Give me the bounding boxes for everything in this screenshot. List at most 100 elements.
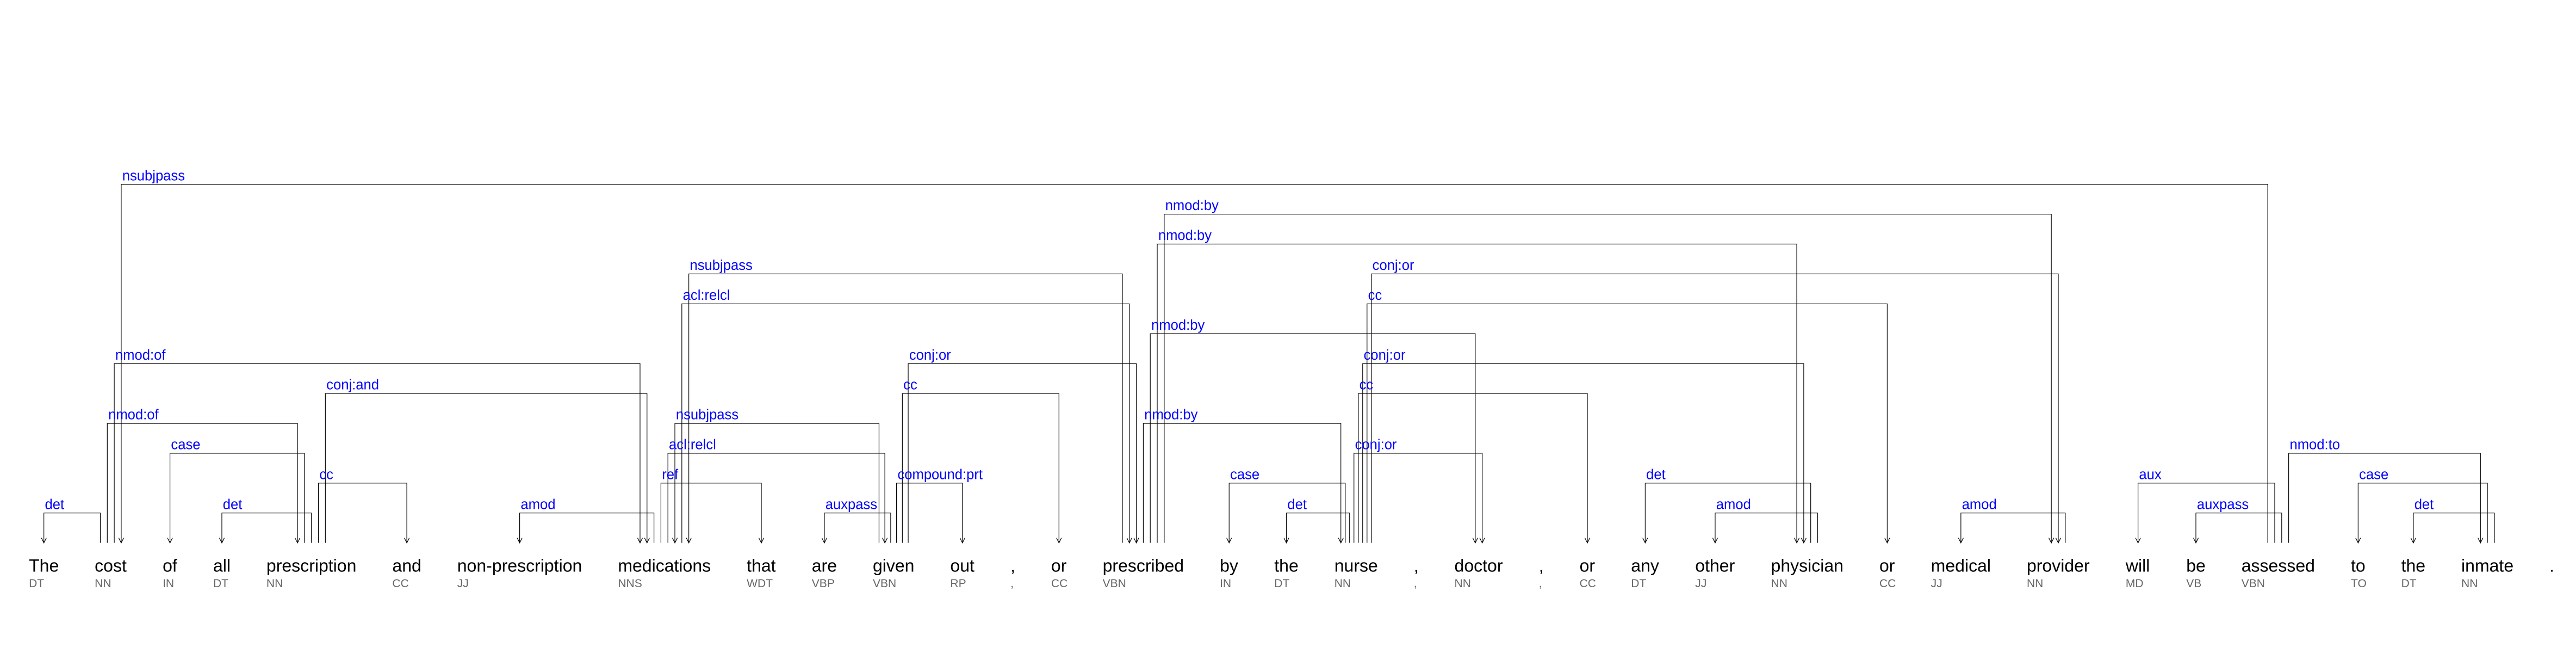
token-pos-tag: WDT — [747, 577, 773, 590]
token-pos-tag: MD — [2126, 577, 2144, 590]
token-pos-tag: IN — [1220, 577, 1231, 590]
dependency-label: cc — [1360, 378, 1374, 393]
dependency-label: conj:or — [1364, 348, 1406, 363]
arc-arrowhead — [404, 538, 410, 544]
dependency-arc — [1644, 483, 1811, 543]
token-pos-tag: NN — [2461, 577, 2478, 590]
token-word: , — [1414, 556, 1419, 576]
dependency-arc — [318, 483, 407, 543]
dependency-label: acl:relcl — [683, 288, 730, 303]
dependency-label: nsubjpass — [122, 168, 185, 183]
arc-arrowhead — [2135, 538, 2141, 544]
dependency-arc — [325, 393, 648, 543]
dependency-arc — [667, 453, 885, 543]
token-pos-tag: NN — [95, 577, 111, 590]
dependency-arc — [1150, 333, 1476, 543]
arc-arrowhead — [1283, 538, 1289, 544]
dependency-arc — [1715, 513, 1818, 543]
token-word: other — [1695, 556, 1735, 576]
token-pos-tag: NN — [1771, 577, 1787, 590]
token-word: prescribed — [1103, 556, 1184, 576]
dependency-label: nmod:by — [1151, 318, 1205, 333]
token-pos-tag: NN — [1334, 577, 1351, 590]
dependency-label: amod — [1716, 497, 1751, 512]
dependency-label: det — [45, 497, 65, 512]
arc-arrowhead — [1133, 538, 1139, 544]
token-word: are — [812, 556, 837, 576]
dependency-label: nmod:by — [1158, 228, 1212, 243]
dependency-label: det — [1646, 467, 1666, 482]
dependency-label: aux — [2139, 467, 2161, 482]
dependency-label: acl:relcl — [669, 438, 716, 453]
arc-arrowhead — [882, 538, 888, 544]
dependency-label: conj:or — [1373, 258, 1414, 273]
arc-arrowhead — [118, 538, 125, 544]
arc-arrowhead — [1801, 538, 1807, 544]
token-word: or — [1879, 556, 1895, 576]
token-pos-tag: DT — [1631, 577, 1646, 590]
dependency-label: case — [2359, 467, 2388, 482]
token-word: provider — [2027, 556, 2090, 576]
arc-arrowhead — [1056, 538, 1062, 544]
token-pos-tag: DT — [29, 577, 44, 590]
dependency-arc — [221, 513, 312, 543]
token-word: and — [392, 556, 421, 576]
arc-arrowhead — [959, 538, 965, 544]
token-word: or — [1051, 556, 1067, 576]
token-word: of — [163, 556, 177, 576]
dependency-label: conj:or — [1355, 438, 1397, 453]
arc-arrowhead — [1472, 538, 1478, 544]
dependency-arc — [688, 273, 1123, 543]
dependency-arc — [1367, 303, 1888, 543]
dependency-label: case — [1230, 467, 1259, 482]
dependency-label: auxpass — [2197, 497, 2249, 512]
token-pos-tag: NN — [1455, 577, 1471, 590]
arc-arrowhead — [1584, 538, 1591, 544]
token-pos-tag: CC — [1879, 577, 1896, 590]
arc-arrowhead — [672, 538, 678, 544]
arc-arrowhead — [1338, 538, 1344, 544]
token-pos-tag: TO — [2351, 577, 2367, 590]
token-pos-tag: VBN — [873, 577, 896, 590]
dependency-arc — [1164, 213, 2052, 543]
token-word: , — [1010, 556, 1015, 576]
token-pos-tag: , — [1414, 577, 1417, 590]
token-word: any — [1631, 556, 1659, 576]
dependency-label: det — [2414, 497, 2434, 512]
arc-arrowhead — [821, 538, 828, 544]
arc-arrowhead — [1226, 538, 1232, 544]
dependency-label: cc — [319, 467, 333, 482]
token-word: medical — [1931, 556, 1991, 576]
dependency-label: ref — [662, 467, 679, 482]
dependency-arc — [114, 363, 641, 543]
token-word: by — [1220, 556, 1238, 576]
token-pos-tag: , — [1010, 577, 1014, 590]
token-pos-tag: VBP — [812, 577, 835, 590]
token-pos-tag: NNS — [618, 577, 642, 590]
token-pos-tag: NN — [2027, 577, 2043, 590]
token-row: TheDTcostNNofINallDTprescriptionNNandCCn… — [29, 556, 2554, 590]
dependency-arc — [1371, 273, 2059, 543]
dependency-arc — [2138, 483, 2275, 543]
token-pos-tag: CC — [1051, 577, 1067, 590]
dependency-arc — [674, 423, 880, 543]
token-word: that — [747, 556, 776, 576]
arc-arrowhead — [758, 538, 765, 544]
arc-arrowhead — [2055, 538, 2062, 544]
dependency-label: det — [1287, 497, 1307, 512]
dependency-label: det — [223, 497, 243, 512]
token-word: to — [2351, 556, 2366, 576]
arc-arrowhead — [637, 538, 643, 544]
token-word: , — [1539, 556, 1544, 576]
token-word: be — [2186, 556, 2206, 576]
token-pos-tag: RP — [950, 577, 966, 590]
arc-arrowhead — [2410, 538, 2416, 544]
dependency-arc — [121, 184, 2268, 543]
dependency-label: conj:and — [326, 378, 379, 393]
token-word: or — [1580, 556, 1596, 576]
arc-arrowhead — [41, 538, 47, 544]
dependency-arc — [1362, 363, 1804, 543]
token-pos-tag: JJ — [1931, 577, 1942, 590]
dependency-label: cc — [1368, 288, 1382, 303]
